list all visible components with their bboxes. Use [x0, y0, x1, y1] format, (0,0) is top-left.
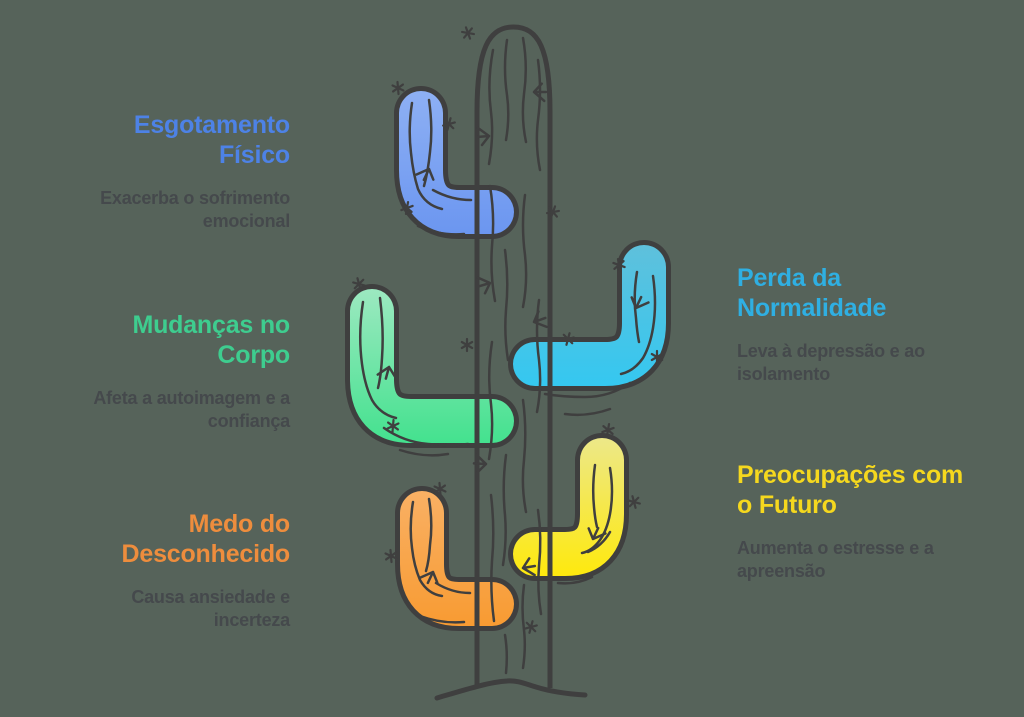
- label-description: Aumenta o estresse e a apreensão: [737, 537, 997, 583]
- title-line: Normalidade: [737, 294, 887, 322]
- title-line: o Futuro: [737, 491, 837, 519]
- cactus-foot-mark: [532, 81, 548, 103]
- arm-medo-do-desconhecido: [395, 486, 519, 631]
- arm-mudancas-no-corpo: [345, 284, 519, 457]
- label-medo-do-desconhecido: Medo do Desconhecido Causa ansiedade e i…: [50, 509, 291, 632]
- title-line: Físico: [218, 141, 290, 169]
- label-description: Causa ansiedade e incerteza: [50, 586, 290, 632]
- label-title: Perda da Normalidade: [737, 263, 997, 323]
- label-title: Mudanças no Corpo: [50, 310, 290, 370]
- title-line: Perda da: [737, 264, 842, 292]
- title-line: Desconhecido: [121, 540, 291, 568]
- arm-preocupacoes-com-o-futuro: [508, 433, 629, 585]
- label-description: Afeta a autoimagem e a confiança: [50, 387, 290, 433]
- description-line: isolamento: [737, 364, 831, 384]
- ground-line: [434, 678, 588, 701]
- label-preocupacoes-com-o-futuro: Preocupações com o Futuro Aumenta o estr…: [737, 460, 997, 583]
- title-line: Corpo: [217, 341, 290, 369]
- label-description: Exacerba o sofrimento emocional: [50, 187, 290, 233]
- description-line: Causa ansiedade e: [131, 587, 290, 607]
- title-line: Mudanças no: [132, 311, 290, 339]
- label-title: Esgotamento Físico: [50, 110, 290, 170]
- description-line: apreensão: [737, 561, 826, 581]
- cactus-foot-mark: [530, 308, 549, 331]
- description-line: confiança: [207, 411, 290, 431]
- description-line: incerteza: [213, 610, 290, 630]
- description-line: Exacerba o sofrimento: [100, 188, 290, 208]
- label-title: Medo do Desconhecido: [50, 509, 291, 569]
- label-title: Preocupações com o Futuro: [737, 460, 997, 520]
- title-line: Medo do: [188, 510, 291, 538]
- description-line: Leva à depressão e ao: [737, 341, 925, 361]
- arm-esgotamento-fisico: [394, 86, 519, 239]
- arm-perda-da-normalidade: [508, 240, 671, 417]
- description-line: Aumenta o estresse e a: [737, 538, 934, 558]
- description-line: Afeta a autoimagem e a: [93, 388, 290, 408]
- cactus-trunk: [471, 24, 553, 688]
- label-esgotamento-fisico: Esgotamento Físico Exacerba o sofrimento…: [50, 110, 290, 233]
- title-line: Esgotamento: [133, 111, 290, 139]
- label-description: Leva à depressão e ao isolamento: [737, 340, 997, 386]
- label-mudancas-no-corpo: Mudanças no Corpo Afeta a autoimagem e a…: [50, 310, 290, 433]
- description-line: emocional: [202, 211, 290, 231]
- label-perda-da-normalidade: Perda da Normalidade Leva à depressão e …: [737, 263, 997, 386]
- title-line: Preocupações com: [737, 461, 964, 489]
